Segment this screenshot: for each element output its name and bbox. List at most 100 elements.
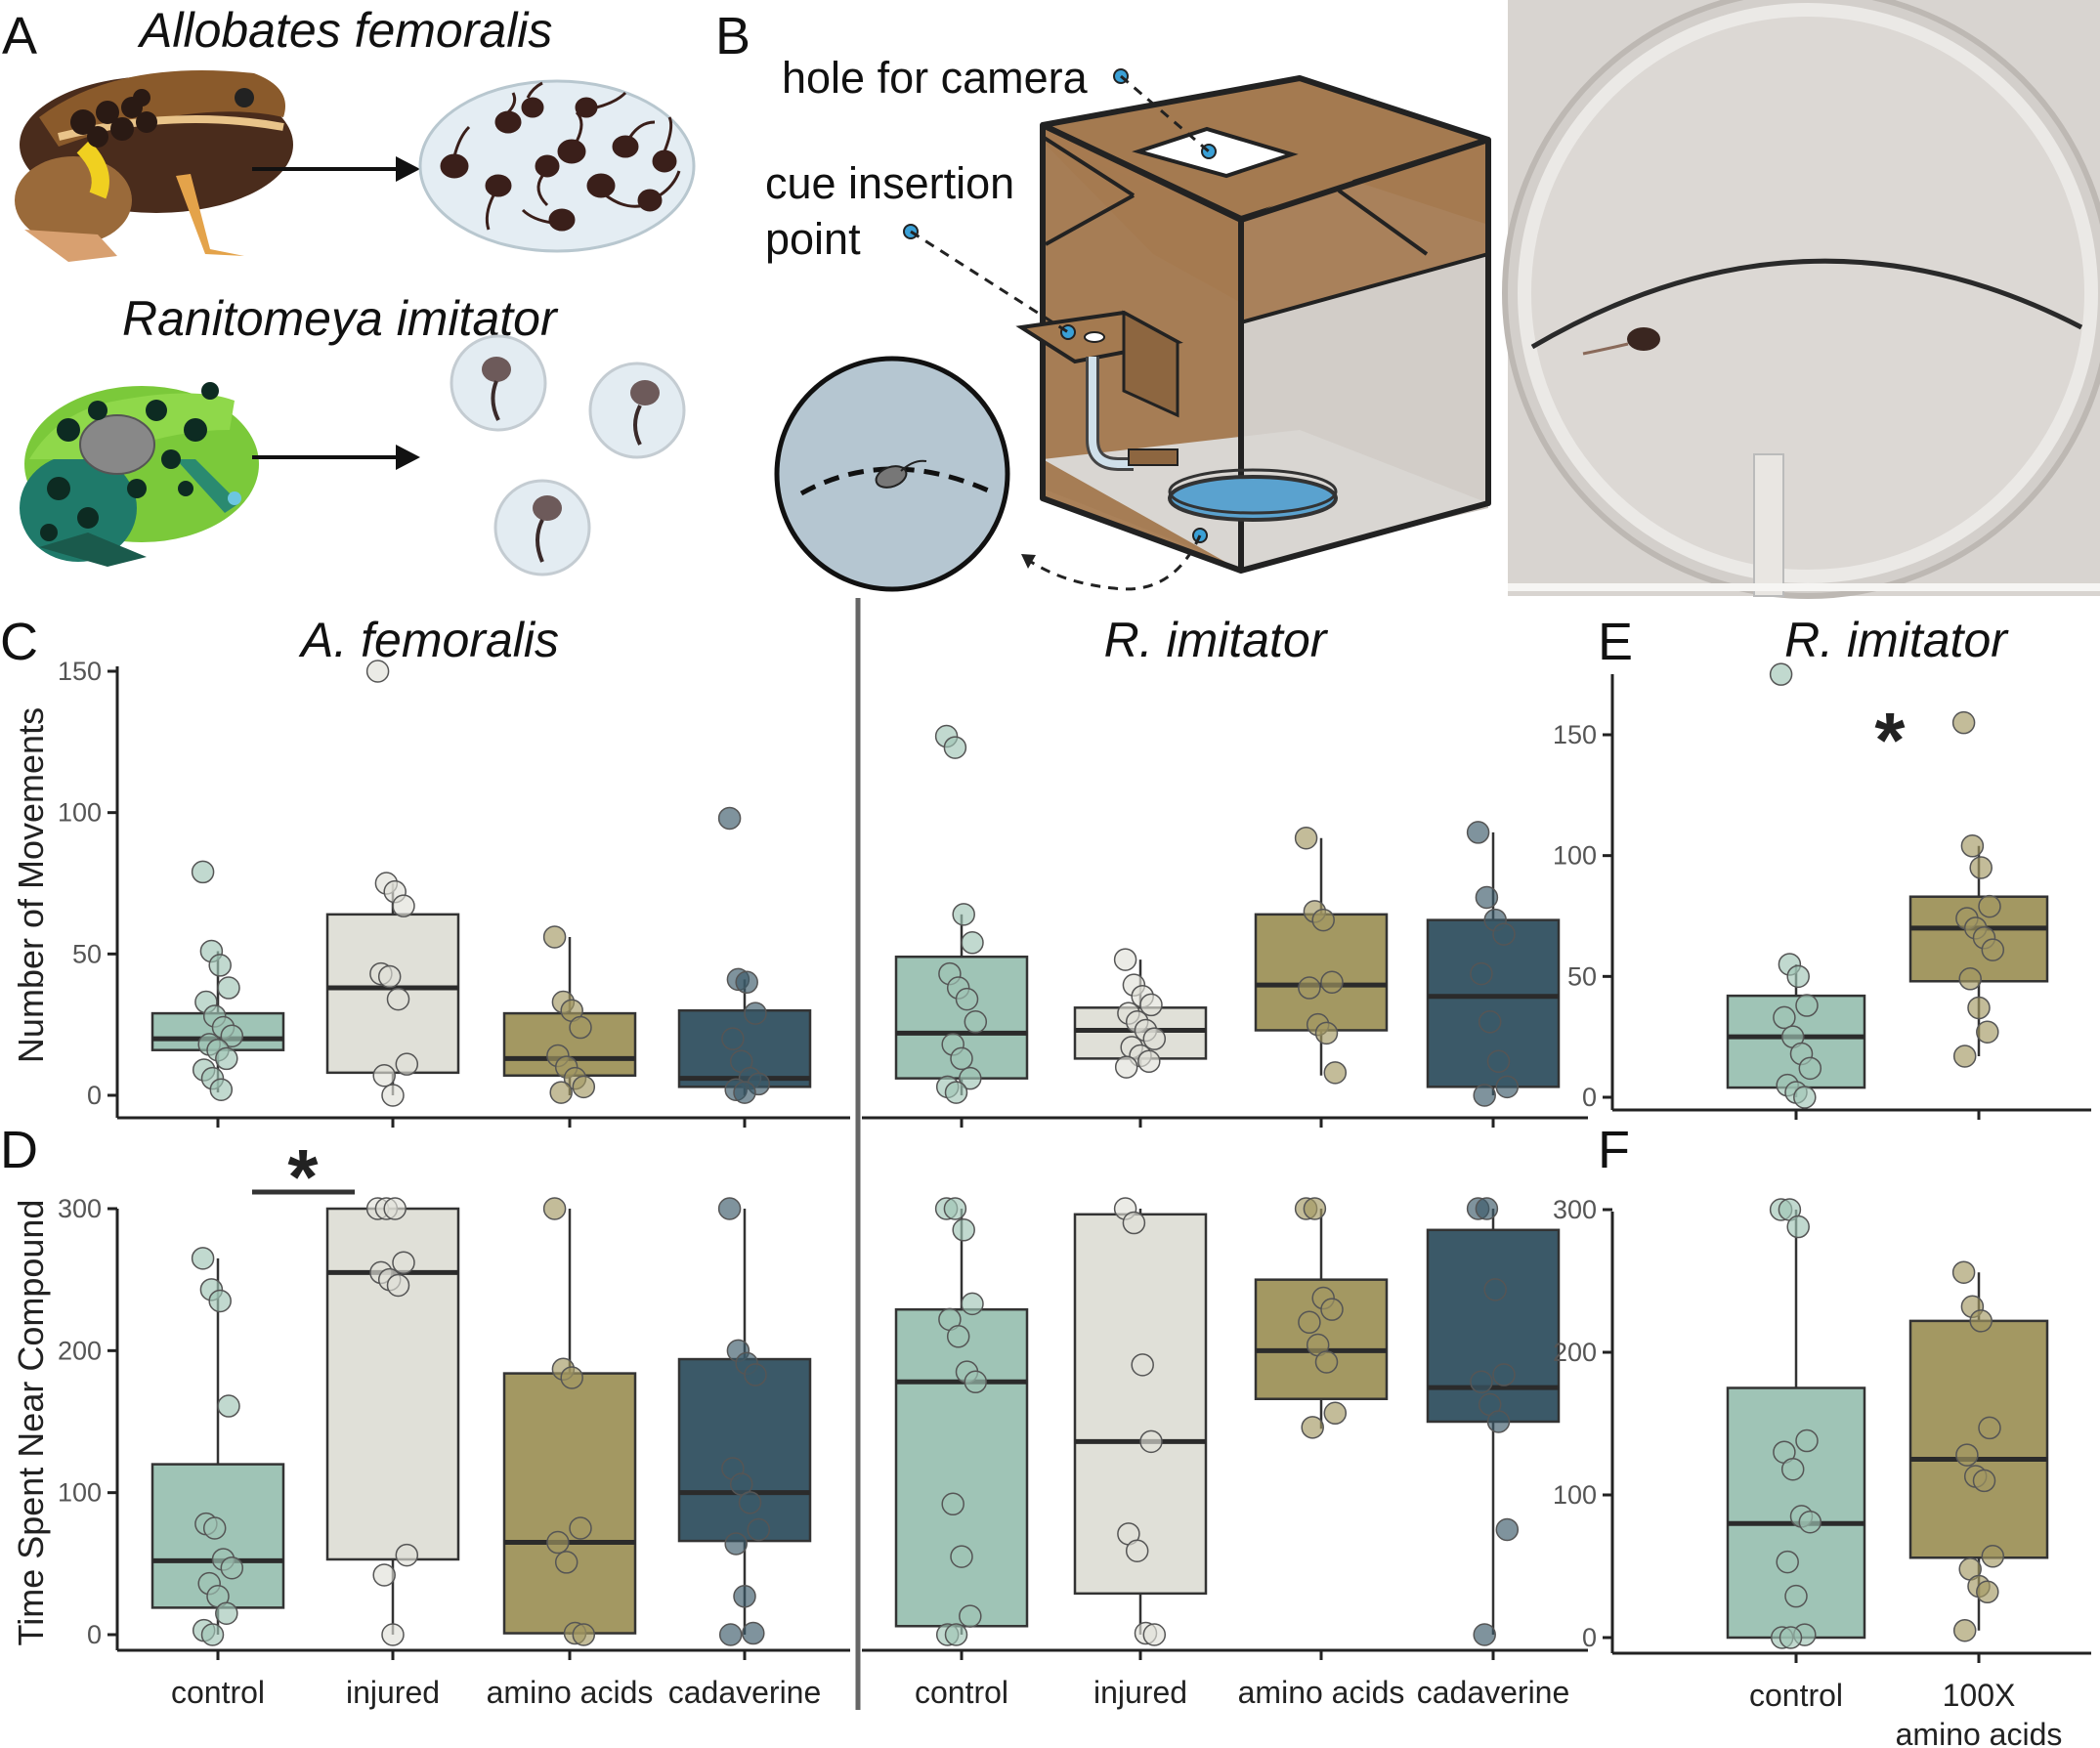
experimental-box-illustration	[903, 68, 1491, 591]
x-tick-label: amino acids	[1238, 1675, 1405, 1710]
data-point	[1320, 970, 1344, 995]
data-point	[200, 1623, 225, 1646]
dish-closeup-illustration	[774, 356, 1010, 592]
box-injured	[325, 660, 460, 1107]
data-point	[1298, 976, 1321, 1000]
data-point	[1972, 1469, 1996, 1493]
frog-brown-illustration	[15, 70, 293, 262]
box-cadaverine	[1426, 821, 1561, 1107]
data-point	[964, 1010, 988, 1034]
data-point	[1137, 1049, 1161, 1074]
tadpole-bubbles-illustration	[450, 334, 686, 576]
data-point	[944, 1623, 968, 1646]
data-point	[738, 1491, 762, 1514]
annotation-cue-insertion-line1: cue insertion	[765, 158, 1014, 208]
box-control	[1726, 1198, 1866, 1649]
x-tick-label: amino acids	[1896, 1717, 2063, 1748]
data-point	[1311, 908, 1335, 932]
box-cadaverine	[677, 1197, 812, 1646]
data-point	[542, 925, 567, 949]
y-tick-label: 50	[1567, 961, 1597, 991]
data-point	[1131, 1353, 1154, 1377]
data-point	[1492, 922, 1516, 946]
data-point	[1139, 1429, 1163, 1454]
data-point	[215, 1046, 238, 1071]
data-point	[724, 1532, 748, 1556]
data-point	[220, 1024, 244, 1047]
data-point	[955, 987, 979, 1011]
data-point	[1470, 1370, 1493, 1394]
data-point	[1486, 1410, 1511, 1433]
data-point	[1976, 1580, 1999, 1604]
data-point	[1113, 948, 1137, 971]
y-tick-label: 100	[1553, 841, 1597, 871]
data-point	[1142, 1027, 1167, 1050]
data-point	[1779, 1626, 1803, 1649]
data-point	[1793, 1086, 1817, 1109]
x-tick-label: injured	[346, 1675, 440, 1710]
data-point	[395, 1052, 419, 1076]
data-point	[1301, 1416, 1324, 1439]
data-point	[1776, 1550, 1799, 1574]
y-tick-label: 150	[58, 657, 102, 686]
data-point	[1475, 885, 1499, 910]
box-amino-acids	[1254, 1197, 1389, 1439]
y-tick-label: 50	[72, 939, 102, 968]
data-point	[365, 660, 390, 683]
data-point	[1773, 1005, 1796, 1030]
data-point	[1967, 996, 1991, 1020]
data-point	[1466, 821, 1490, 844]
x-tick-label: control	[1749, 1678, 1843, 1713]
data-point	[733, 1585, 756, 1608]
data-point	[1486, 1049, 1511, 1074]
box-iqr	[1254, 913, 1389, 1032]
data-point	[1795, 1428, 1819, 1453]
data-point	[383, 1197, 407, 1220]
data-point	[1978, 894, 2001, 918]
data-point	[191, 860, 215, 884]
data-point	[372, 1063, 396, 1087]
data-point	[1952, 1045, 1977, 1068]
x-tick-label: cadaverine	[668, 1675, 822, 1710]
data-point	[1495, 1075, 1520, 1099]
data-point	[1976, 1020, 1999, 1044]
data-point	[943, 1197, 967, 1220]
data-point	[220, 1556, 244, 1580]
data-point	[1795, 994, 1819, 1017]
chart-title: R. imitator	[1104, 613, 1329, 667]
box-100x-amino-acids	[1908, 710, 2049, 1068]
box-injured	[1073, 948, 1208, 1079]
box-control	[894, 1197, 1029, 1646]
data-point	[381, 1084, 405, 1107]
x-tick-label: amino acids	[487, 1675, 654, 1710]
data-point	[392, 1251, 415, 1274]
y-tick-label: 0	[87, 1620, 102, 1649]
data-point	[1969, 856, 1993, 879]
data-point	[1314, 1021, 1339, 1045]
data-point	[952, 1218, 975, 1242]
data-point	[717, 1197, 742, 1220]
data-point	[1303, 1197, 1327, 1220]
data-point	[1294, 826, 1318, 850]
data-point	[1960, 834, 1985, 858]
y-tick-label: 100	[58, 798, 102, 828]
tadpole-clutch-illustration	[418, 79, 696, 253]
data-point	[943, 736, 967, 759]
box-iqr	[677, 1357, 812, 1543]
data-point	[208, 954, 232, 977]
y-axis-title: Time Spent Near Compound	[11, 1200, 51, 1646]
data-point	[964, 1370, 988, 1394]
data-point	[377, 964, 402, 989]
box-iqr	[1073, 1213, 1208, 1596]
annotation-cue-insertion-line2: point	[765, 214, 861, 264]
data-point	[1981, 938, 2005, 961]
panel-label-f: F	[1598, 1121, 1630, 1179]
data-point	[395, 1543, 419, 1567]
data-point	[1951, 710, 1976, 735]
significance-star: *	[287, 1133, 319, 1220]
data-point	[961, 1292, 984, 1316]
data-point	[209, 1078, 234, 1101]
data-point	[1981, 1545, 2005, 1568]
box-control	[150, 1247, 285, 1646]
